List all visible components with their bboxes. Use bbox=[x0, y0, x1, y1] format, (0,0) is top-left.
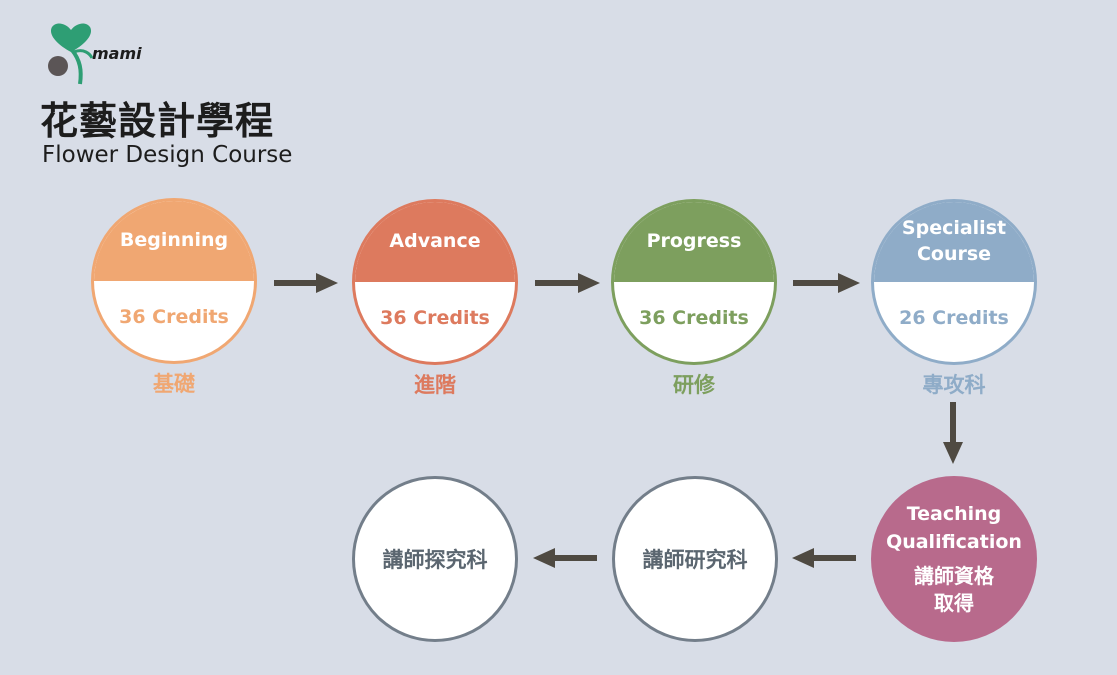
stage-advance: Advance 36 Credits bbox=[352, 199, 518, 365]
stage-credits: 36 Credits bbox=[119, 306, 229, 328]
teaching-en-line1: Teaching bbox=[906, 503, 1002, 526]
stage-credits: 26 Credits bbox=[899, 307, 1009, 329]
arrow-down-icon bbox=[943, 402, 963, 464]
stage-zh-label: 專攻科 bbox=[922, 373, 986, 397]
stage-beginning: Beginning 36 Credits bbox=[91, 198, 257, 364]
stage-label: 講師研究科 bbox=[642, 548, 748, 572]
stage-instructor-research: 講師研究科 bbox=[612, 476, 778, 642]
stage-name-line2: Course bbox=[916, 243, 992, 265]
stage-zh-label: 進階 bbox=[414, 373, 456, 397]
mami-logo: mami bbox=[44, 22, 154, 86]
stage-zh-label: 基礎 bbox=[153, 372, 195, 396]
stage-credits: 36 Credits bbox=[639, 307, 749, 329]
arrow-left-icon bbox=[533, 548, 597, 568]
stage-zh-label: 研修 bbox=[673, 373, 715, 397]
heart-logo-icon bbox=[48, 23, 94, 85]
stage-progress: Progress 36 Credits bbox=[611, 199, 777, 365]
logo-text: mami bbox=[92, 44, 142, 63]
teaching-zh-line1: 講師資格 bbox=[914, 563, 994, 588]
stage-instructor-exploration: 講師探究科 bbox=[352, 476, 518, 642]
stage-name: Advance bbox=[389, 230, 481, 253]
stage-credits: 36 Credits bbox=[380, 307, 490, 329]
teaching-en-line2: Qualification bbox=[886, 531, 1022, 553]
arrow-right-icon bbox=[793, 273, 860, 293]
teaching-zh-line2: 取得 bbox=[934, 590, 974, 615]
arrow-right-icon bbox=[274, 273, 338, 293]
arrow-right-icon bbox=[535, 273, 600, 293]
page-title: 花藝設計學程 bbox=[40, 99, 275, 143]
arrow-left-icon bbox=[792, 548, 856, 568]
stage-name: Beginning bbox=[119, 229, 229, 252]
stage-name-line1: Specialist bbox=[901, 217, 1007, 240]
page-subtitle: Flower Design Course bbox=[42, 142, 293, 168]
stage-label: 講師探究科 bbox=[382, 548, 488, 572]
stage-name: Progress bbox=[646, 230, 742, 253]
